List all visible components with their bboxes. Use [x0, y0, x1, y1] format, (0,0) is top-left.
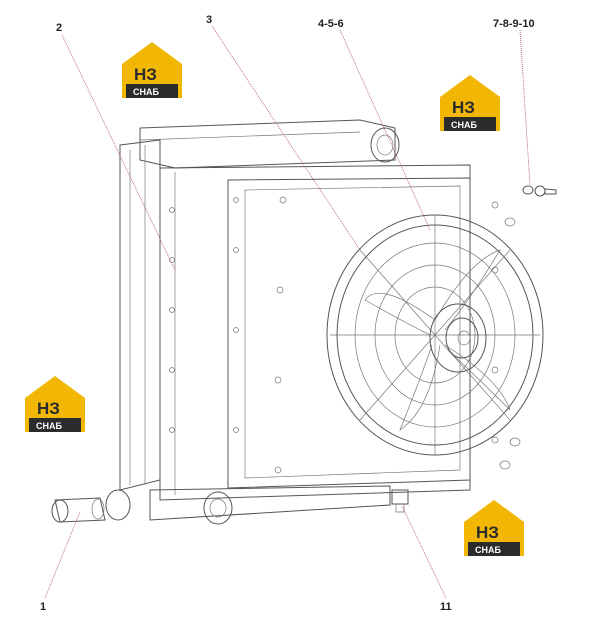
- logo-text: СНАБ: [451, 120, 477, 130]
- leader-lines: [44, 25, 531, 599]
- callout-7-8-9-10: 7-8-9-10: [493, 18, 535, 30]
- nz-snab-logo: НЗ СНАБ: [122, 42, 182, 98]
- nz-snab-logo: НЗ СНАБ: [440, 75, 500, 131]
- logo-text: СНАБ: [133, 87, 159, 97]
- callout-labels: 2 3 4-5-6 7-8-9-10 1 11: [40, 14, 535, 613]
- fan-guard: [274, 196, 544, 474]
- logo-mark: НЗ: [476, 523, 499, 542]
- callout-1: 1: [40, 601, 46, 613]
- callout-4-5-6: 4-5-6: [318, 18, 344, 30]
- callout-2: 2: [56, 22, 62, 34]
- callout-11: 11: [440, 601, 452, 613]
- nz-snab-logo: НЗ СНАБ: [464, 500, 524, 556]
- logo-mark: НЗ: [37, 399, 60, 418]
- logo-text: СНАБ: [36, 421, 62, 431]
- fastener-set: [499, 185, 557, 470]
- logo-mark: НЗ: [452, 98, 475, 117]
- logo-mark: НЗ: [134, 65, 157, 84]
- radiator-assembly: [51, 119, 471, 525]
- callout-3: 3: [206, 14, 212, 26]
- logo-text: СНАБ: [475, 545, 501, 555]
- temperature-sensor: [391, 489, 409, 513]
- nz-snab-logo: НЗ СНАБ: [25, 376, 85, 432]
